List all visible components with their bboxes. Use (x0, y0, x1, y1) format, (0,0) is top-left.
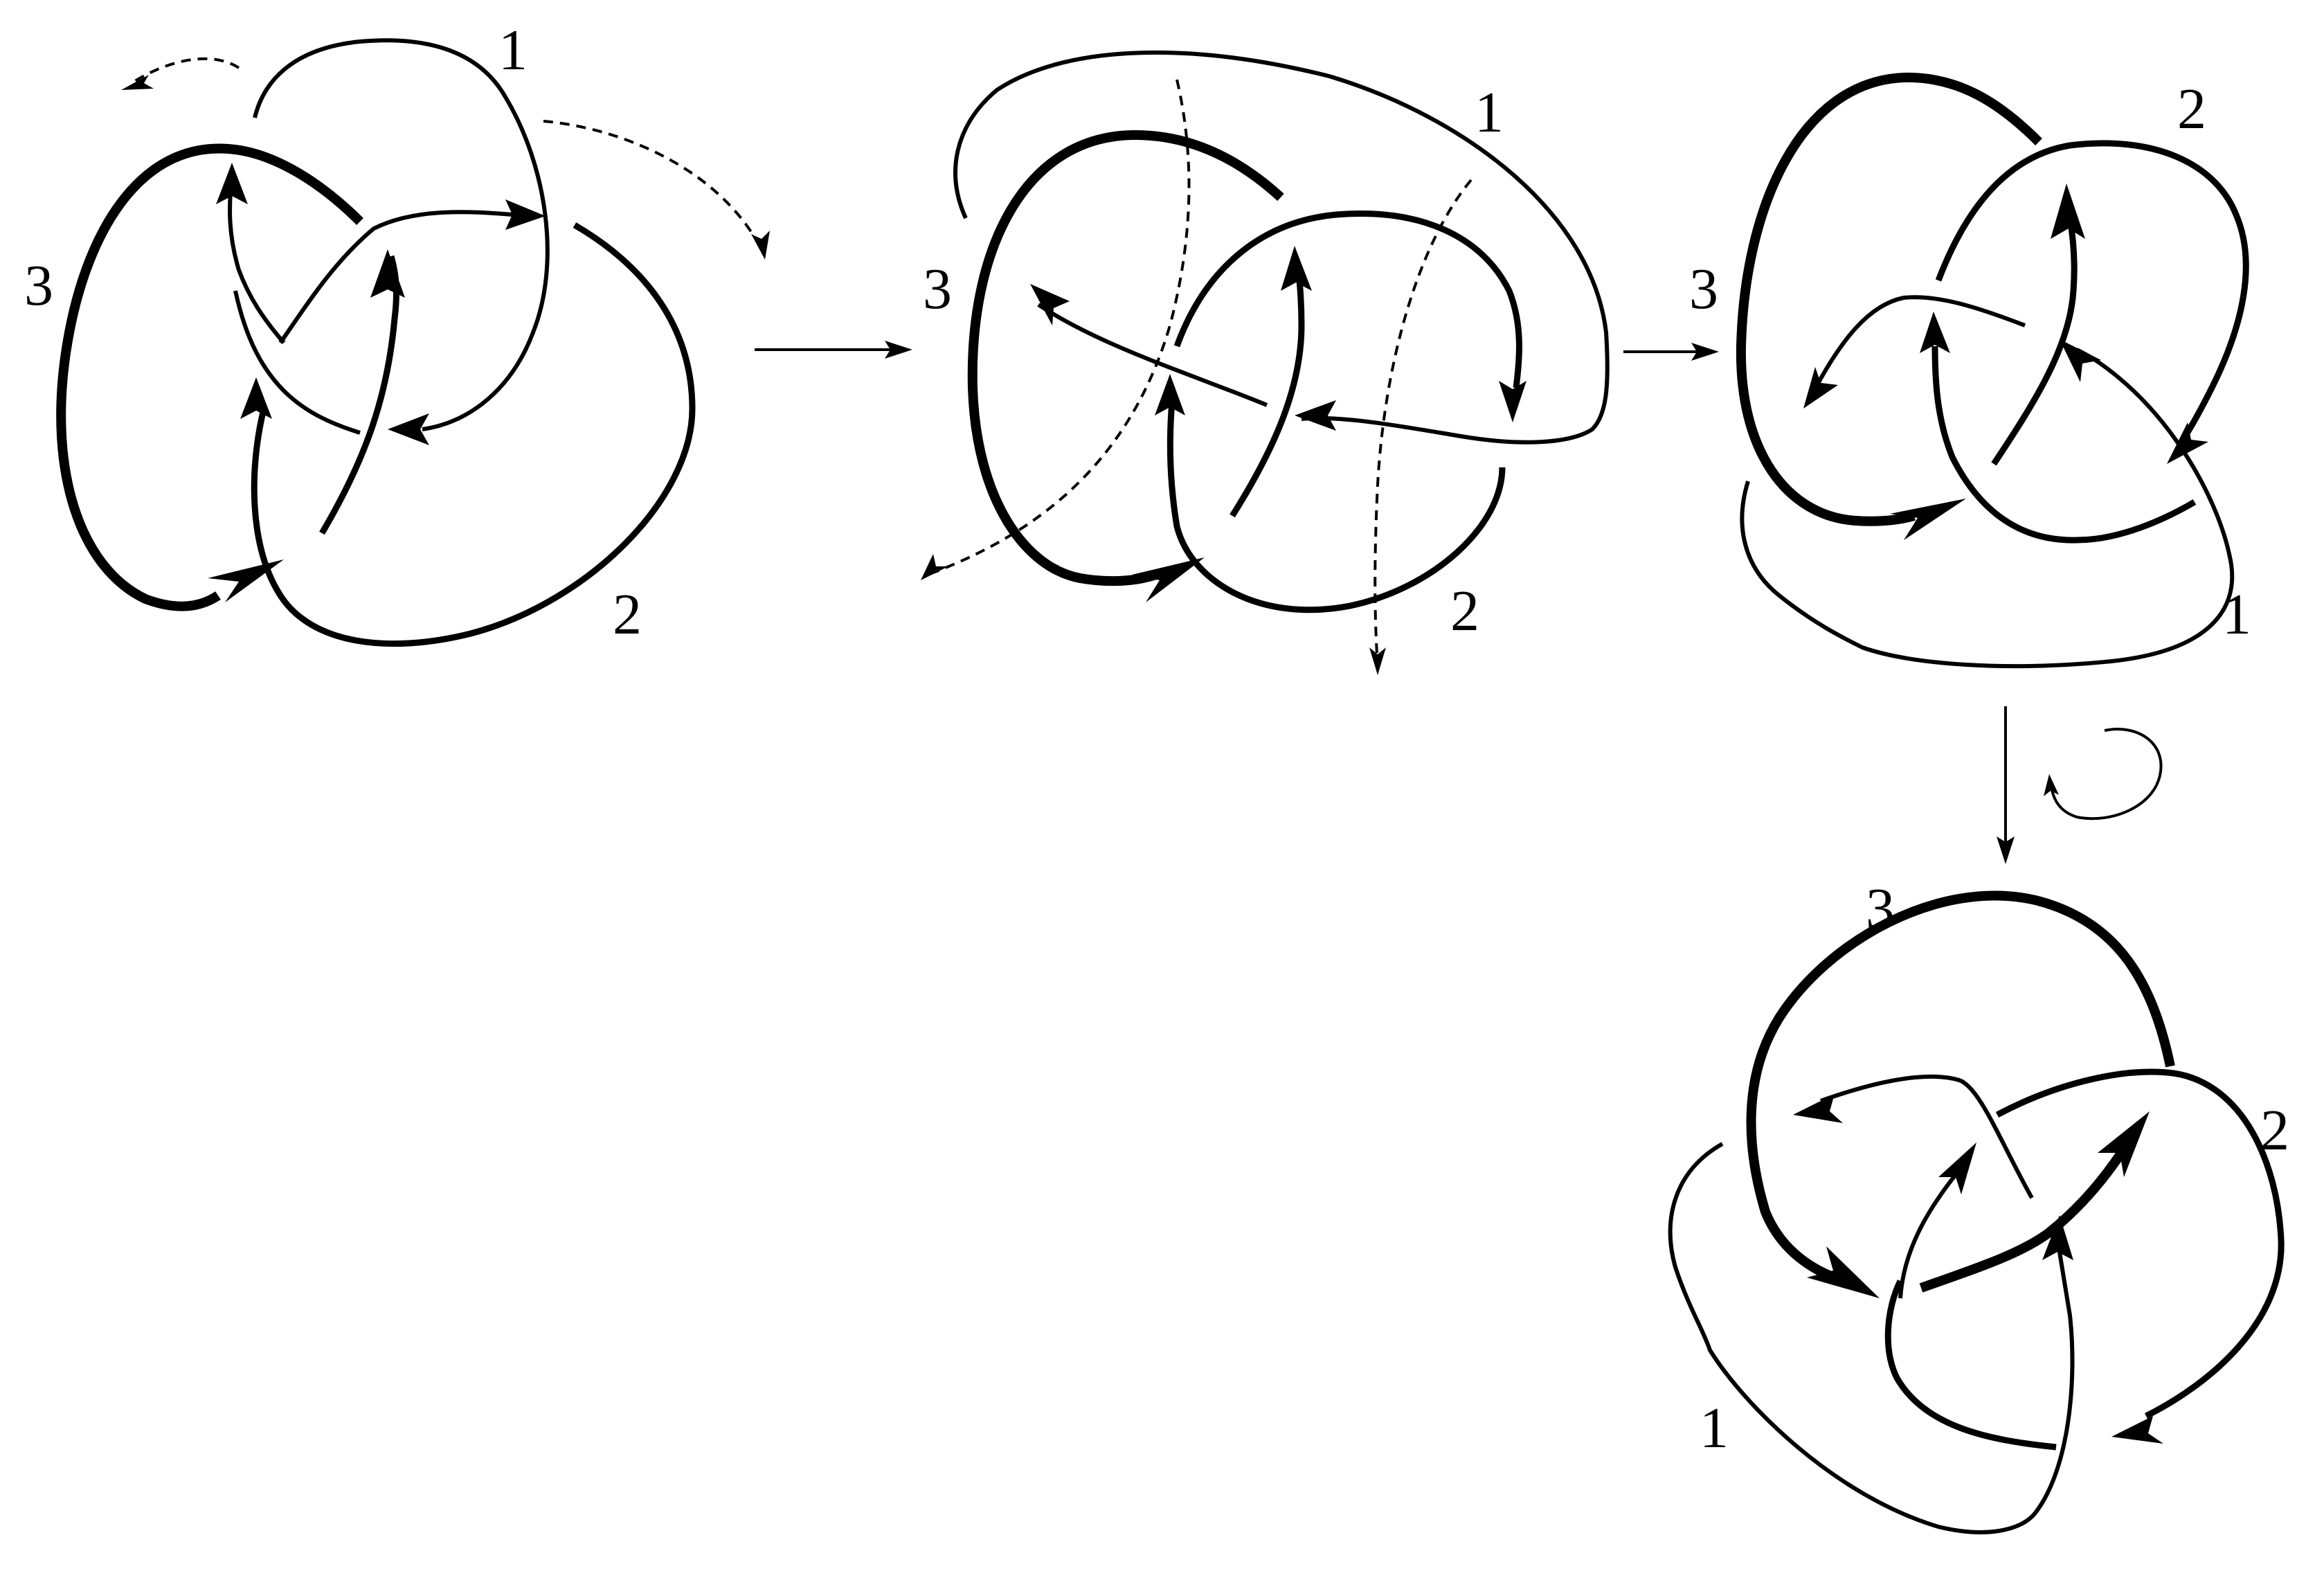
arrowhead (1030, 284, 1070, 325)
strand-label-3: 3 (923, 257, 952, 321)
rotation-hint-dashed (121, 57, 770, 260)
strand-2-mid (1155, 210, 1526, 613)
arrowhead (2111, 1416, 2163, 1444)
strand-label-2: 2 (2260, 1098, 2289, 1163)
strand-3-thick (56, 143, 363, 611)
arrowhead (208, 559, 284, 602)
arrowhead (1793, 1094, 1843, 1123)
strand-2-mid (251, 222, 696, 647)
strand-3-thick (967, 130, 1284, 602)
arrowhead (505, 199, 546, 230)
rotate-ccw-icon (2044, 728, 2163, 821)
strand-2-mid (1884, 1068, 2285, 1451)
arrowhead (370, 249, 405, 298)
strand-1-thin (1668, 1074, 2075, 1534)
arrowhead (1920, 312, 1950, 353)
arrowhead (751, 231, 770, 260)
arrowhead (1803, 367, 1838, 409)
arrowhead (1807, 1246, 1880, 1298)
strand-3-thick (1736, 72, 2042, 540)
strand-1-thin (1740, 295, 2235, 669)
right-arrow (755, 341, 912, 359)
knot-panel-2: 1 2 3 (921, 50, 1610, 675)
arrowhead (2051, 183, 2085, 239)
arrowhead (240, 377, 272, 419)
arrowhead (2167, 422, 2208, 464)
arrowhead (388, 413, 429, 445)
strand-label-2: 2 (613, 582, 642, 647)
knot-panel-1: 1 2 3 (24, 18, 770, 647)
strand-1-thin (216, 38, 550, 445)
rotation-hint-dashed (921, 79, 1472, 675)
strand-label-2: 2 (1450, 579, 1479, 643)
arrowhead (1369, 647, 1386, 675)
arrowhead (1281, 246, 1312, 291)
arrowhead (1295, 400, 1336, 431)
arrowhead (921, 554, 948, 580)
arrowhead (2098, 1111, 2150, 1177)
strand-label-3: 3 (1866, 877, 1895, 941)
strand-3-thick (1746, 890, 2175, 1298)
right-arrow (1623, 343, 1719, 361)
arrowhead (1938, 1142, 1976, 1194)
strand-label-2: 2 (2177, 77, 2206, 141)
knot-panel-3: 1 2 3 (1689, 72, 2251, 669)
strand-label-3: 3 (1689, 257, 1718, 321)
strand-1-thin (953, 50, 1610, 445)
down-arrow (1997, 706, 2015, 864)
arrowhead (1890, 499, 1966, 540)
arrowhead (121, 75, 154, 90)
arrowhead (2060, 339, 2101, 382)
strand-label-1: 1 (1475, 80, 1504, 145)
knot-panel-4: 1 2 3 (1668, 877, 2289, 1534)
strand-label-3: 3 (24, 253, 53, 318)
arrowhead (1132, 557, 1205, 602)
strand-label-1: 1 (2222, 582, 2251, 647)
arrowhead (1155, 374, 1185, 415)
strand-2-mid (1920, 140, 2249, 544)
arrowhead (2042, 1215, 2073, 1260)
strand-label-1: 1 (1700, 1396, 1729, 1460)
arrowhead (216, 163, 248, 204)
strand-label-1: 1 (498, 18, 528, 82)
arrowhead (1499, 381, 1526, 422)
